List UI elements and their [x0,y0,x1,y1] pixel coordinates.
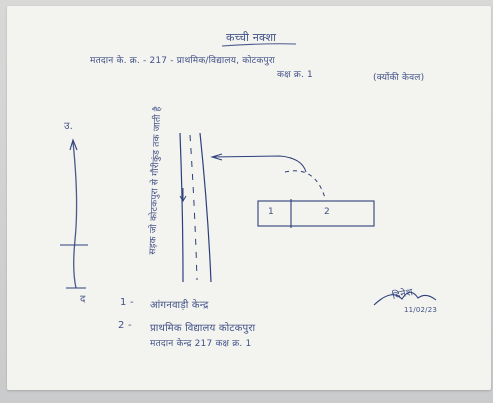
road-center-dash [189,134,198,281]
header-line-1: मतदान के. क्र. - 217 - प्राथमिक/विद्यालय… [90,56,276,66]
room-right-label: 2 [324,207,330,217]
room-left-label: 1 [268,207,274,217]
document-title: कच्ची नक्शा [226,31,277,44]
header-line-2-right: (क्योंकी केवल) [373,73,425,83]
north-south-line [72,141,78,289]
pathway-dashed [284,170,326,199]
pathway-arrow [210,153,307,173]
north-arrow [69,138,78,151]
south-label: द [80,294,86,305]
legend-text-3: मतदान केन्द्र 217 कक्ष क्र. 1 [150,339,252,349]
signature-scribble [373,291,437,306]
road-arrow [179,188,187,202]
paper-sheet [7,6,491,390]
building-outline [257,200,375,227]
road-left-edge [179,132,184,283]
legend-text-2: प्राथमिक विद्यालय कोटकपुरा [150,323,256,334]
signature-date: 11/02/23 [404,306,438,314]
road-right-edge [199,132,212,283]
legend-text-1: आंगनवाड़ी केन्द्र [150,300,209,311]
legend-marker-2: 2 - [118,320,132,331]
north-label: उ. [64,121,74,132]
title-underline [221,43,297,47]
header-line-2-left: कक्ष क्र. 1 [277,70,313,80]
legend-marker-1: 1 - [120,297,134,308]
